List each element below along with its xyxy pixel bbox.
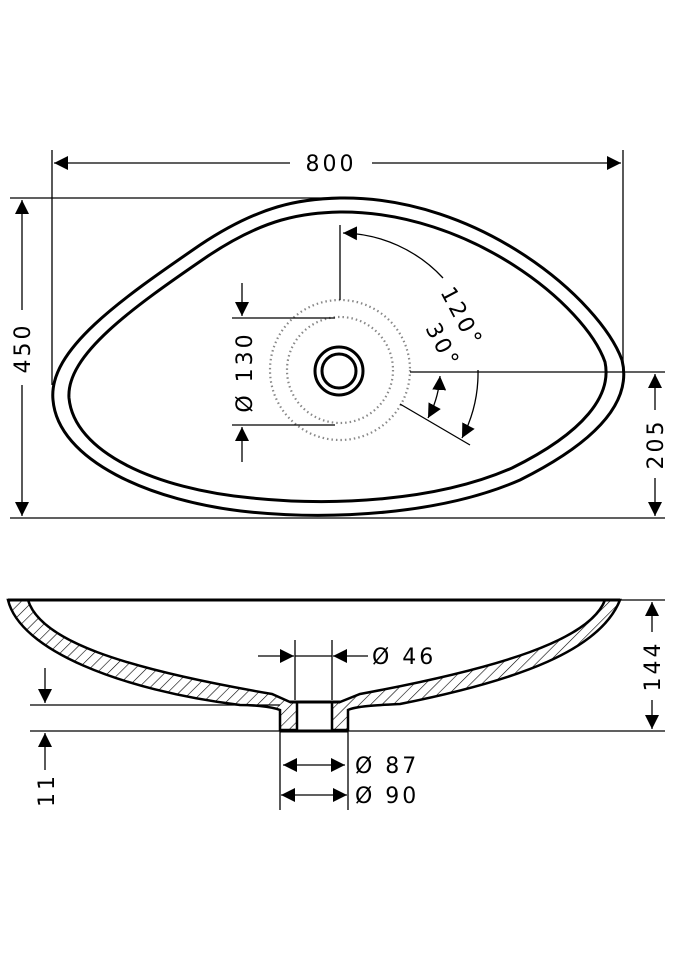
side-view: 144 11 Ø 46 Ø 87 Ø 90 bbox=[6, 598, 666, 810]
drain-inner-diameter: Ø 46 bbox=[372, 645, 436, 670]
foot-inner-diameter: Ø 87 bbox=[355, 754, 419, 779]
tap-circle-diameter: Ø 130 bbox=[233, 331, 258, 412]
basin-section bbox=[6, 598, 299, 732]
drain-inner-circle bbox=[320, 352, 358, 390]
tap-zone-inner-dotted bbox=[285, 315, 395, 425]
width-dimension: 800 bbox=[306, 152, 357, 177]
height-dimension: 144 bbox=[641, 641, 666, 692]
tap-zone-outer-dotted bbox=[268, 298, 412, 442]
depth-dimension: 450 bbox=[11, 323, 36, 374]
basin-outer-outline bbox=[51, 196, 626, 517]
drain-offset-dimension: 205 bbox=[644, 419, 669, 470]
foot-height-dimension: 11 bbox=[35, 773, 60, 807]
drain-outer-circle bbox=[313, 345, 365, 397]
top-view: 800 450 205 Ø 130 120° 30° bbox=[10, 150, 669, 519]
foot-outer-diameter: Ø 90 bbox=[355, 784, 419, 809]
basin-inner-outline bbox=[67, 210, 608, 503]
